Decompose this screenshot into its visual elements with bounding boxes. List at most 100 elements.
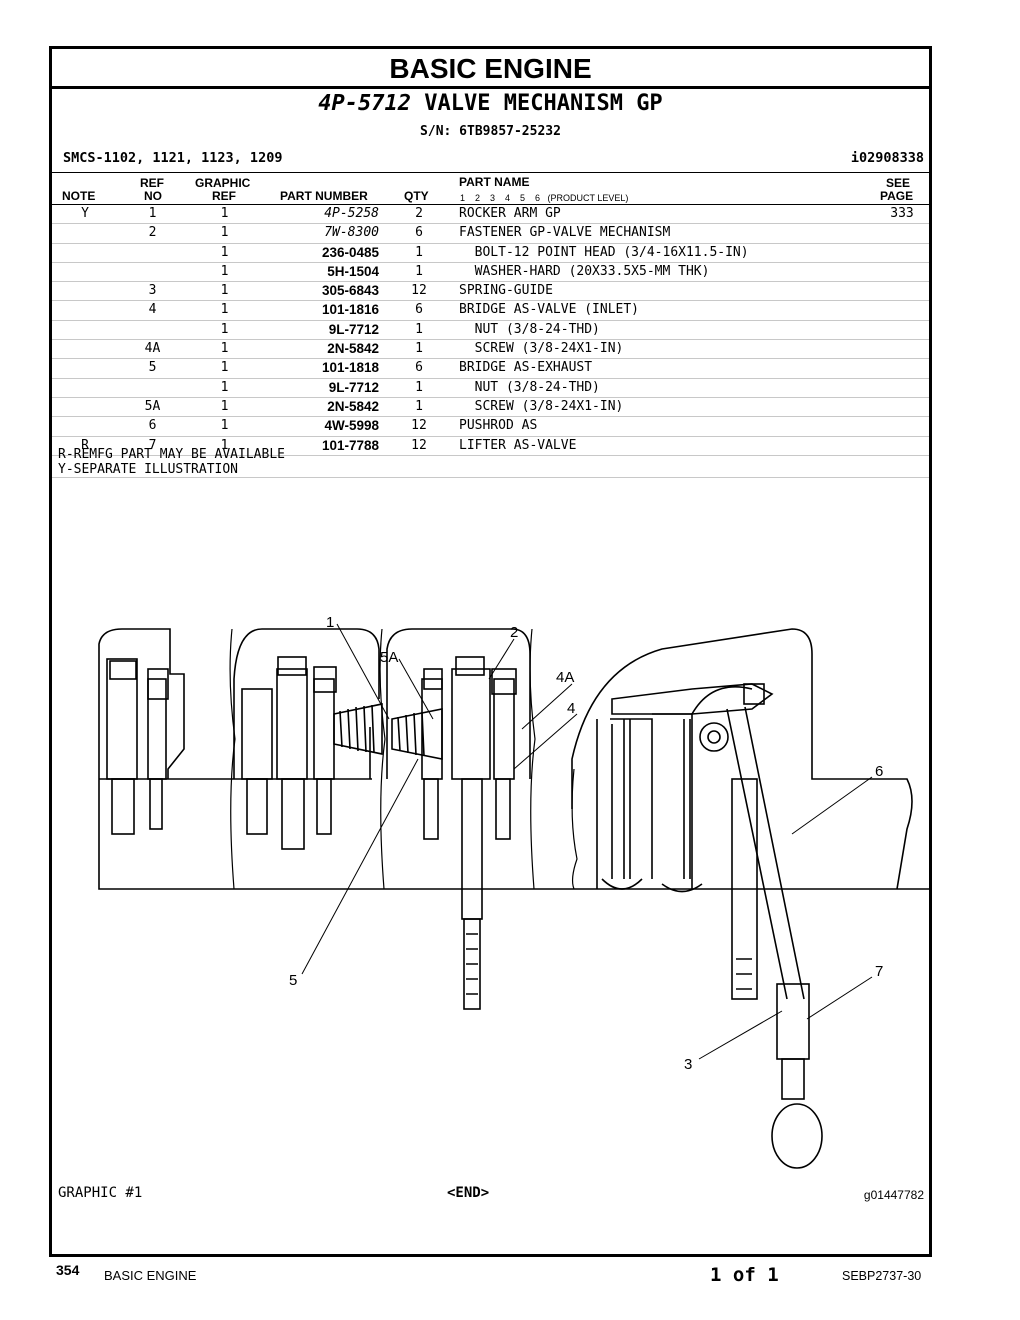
cell-qty: 6 xyxy=(415,225,423,241)
cell-graphic-ref: 1 xyxy=(220,341,229,357)
section-title: BASIC ENGINE xyxy=(52,49,929,89)
cell-part-number[interactable]: 4W-5998 xyxy=(324,418,379,434)
page-of: 1 of 1 xyxy=(710,1264,779,1286)
cell-part-number[interactable]: 7W-8300 xyxy=(324,225,379,241)
cell-qty: 6 xyxy=(415,360,423,376)
table-row: 1 9L-7712 1 NUT (3/8-24-THD) xyxy=(52,321,929,341)
cell-see-page[interactable]: 333 xyxy=(890,206,914,221)
cell-qty: 12 xyxy=(411,437,427,453)
cell-part-number[interactable]: 5H-1504 xyxy=(327,263,379,279)
valve-mechanism-illustration: 1 2 5A 4A 4 6 5 7 3 xyxy=(98,614,929,1169)
cell-qty: 12 xyxy=(411,418,427,434)
cell-ref-no: 3 xyxy=(148,283,157,299)
cell-part-number[interactable]: 4P-5258 xyxy=(324,206,379,221)
note-separate-illustration: Y-SEPARATE ILLUSTRATION xyxy=(58,462,239,477)
cell-graphic-ref: 1 xyxy=(220,437,229,453)
cell-graphic-ref: 1 xyxy=(220,283,229,299)
cell-graphic-ref: 1 xyxy=(220,360,229,376)
cell-graphic-ref: 1 xyxy=(220,302,229,318)
divider xyxy=(52,477,929,478)
page-number: 354 xyxy=(56,1262,80,1278)
cell-part-name: NUT (3/8-24-THD) xyxy=(459,321,600,337)
cell-part-number[interactable]: 101-1816 xyxy=(321,302,379,318)
table-row: 4A 1 2N-5842 1 SCREW (3/8-24X1-IN) xyxy=(52,340,929,360)
cell-part-number[interactable]: 236-0485 xyxy=(321,244,379,260)
footer-section: BASIC ENGINE xyxy=(104,1268,197,1283)
cell-graphic-ref: 1 xyxy=(220,321,229,337)
serial-range: S/N: 6TB9857-25232 xyxy=(420,124,561,139)
document-id: i02908338 xyxy=(850,150,924,166)
header-see-1: SEE xyxy=(886,176,911,190)
cell-ref-no: 7 xyxy=(148,437,157,453)
cell-qty: 1 xyxy=(415,379,423,395)
cell-qty: 1 xyxy=(415,398,423,414)
graphic-id: g01447782 xyxy=(863,1188,924,1202)
header-note: NOTE xyxy=(62,189,96,203)
cell-graphic-ref: 1 xyxy=(220,263,229,279)
cell-ref-no: 5 xyxy=(148,360,157,376)
cell-note: Y xyxy=(81,206,89,221)
callout-6: 6 xyxy=(875,763,883,780)
group-part-number[interactable]: 4P-5712 xyxy=(318,91,412,116)
group-name: VALVE MECHANISM GP xyxy=(424,91,663,116)
cell-ref-no: 4 xyxy=(148,302,157,318)
graphic-label: GRAPHIC #1 xyxy=(58,1185,143,1201)
cell-ref-no: 5A xyxy=(144,398,161,414)
smcs-codes: SMCS-1102, 1121, 1123, 1209 xyxy=(63,150,283,166)
cell-part-number[interactable]: 9L-7712 xyxy=(328,321,379,337)
cell-part-name: LIFTER AS-VALVE xyxy=(459,437,577,453)
cell-graphic-ref: 1 xyxy=(220,418,229,434)
header-qty: QTY xyxy=(404,189,429,203)
end-marker: <END> xyxy=(447,1185,490,1201)
cell-part-number[interactable]: 101-1818 xyxy=(321,360,379,376)
table-row: 5A 1 2N-5842 1 SCREW (3/8-24X1-IN) xyxy=(52,398,929,418)
callout-5: 5 xyxy=(289,972,297,989)
cell-part-name: BRIDGE AS-EXHAUST xyxy=(459,360,593,376)
cell-part-name: ROCKER ARM GP xyxy=(459,206,561,221)
header-part-name: PART NAME xyxy=(459,175,530,189)
note-remfg: R-REMFG PART MAY BE AVAILABLE xyxy=(58,447,285,462)
callout-1: 1 xyxy=(326,614,334,631)
callout-4: 4 xyxy=(567,700,575,717)
cell-qty: 1 xyxy=(415,321,423,337)
cell-part-name: WASHER-HARD (20X33.5X5-MM THK) xyxy=(459,263,710,279)
table-row: 5 1 101-1818 6 BRIDGE AS-EXHAUST xyxy=(52,359,929,379)
cell-part-name: NUT (3/8-24-THD) xyxy=(459,379,600,395)
group-title: 4P-5712 VALVE MECHANISM GP xyxy=(52,91,929,116)
table-header: NOTE REF NO GRAPHIC REF PART NUMBER QTY … xyxy=(52,174,929,204)
cell-part-number[interactable]: 101-7788 xyxy=(321,437,379,453)
callout-2: 2 xyxy=(510,624,518,641)
cell-part-name: SCREW (3/8-24X1-IN) xyxy=(459,398,624,414)
cell-qty: 1 xyxy=(415,341,423,357)
callout-labels: 1 2 5A 4A 4 6 5 7 3 xyxy=(289,614,883,1073)
cell-part-number[interactable]: 2N-5842 xyxy=(327,398,379,414)
header-ref-2: NO xyxy=(144,189,162,203)
divider xyxy=(52,204,929,205)
callout-5A: 5A xyxy=(380,649,398,666)
cylinder-head-left xyxy=(98,628,929,890)
break-lines xyxy=(229,628,578,890)
cell-part-number[interactable]: 2N-5842 xyxy=(327,341,379,357)
cell-qty: 6 xyxy=(415,302,423,318)
divider xyxy=(52,172,929,173)
cylinder-head-middle-left xyxy=(233,628,383,850)
cell-part-name: SCREW (3/8-24X1-IN) xyxy=(459,341,624,357)
cell-ref-no: 4A xyxy=(144,341,161,357)
notes: R-REMFG PART MAY BE AVAILABLE Y-SEPARATE… xyxy=(58,447,285,477)
cell-graphic-ref: 1 xyxy=(220,398,229,414)
cell-part-number[interactable]: 305-6843 xyxy=(321,283,379,299)
cell-part-name: BOLT-12 POINT HEAD (3/4-16X11.5-IN) xyxy=(459,244,749,260)
callout-7: 7 xyxy=(875,963,883,980)
cell-part-name: SPRING-GUIDE xyxy=(459,283,553,299)
header-ref-1: REF xyxy=(140,176,164,190)
header-graphic-2: REF xyxy=(212,189,236,203)
cell-part-number[interactable]: 9L-7712 xyxy=(328,379,379,395)
cell-graphic-ref: 1 xyxy=(220,206,229,221)
